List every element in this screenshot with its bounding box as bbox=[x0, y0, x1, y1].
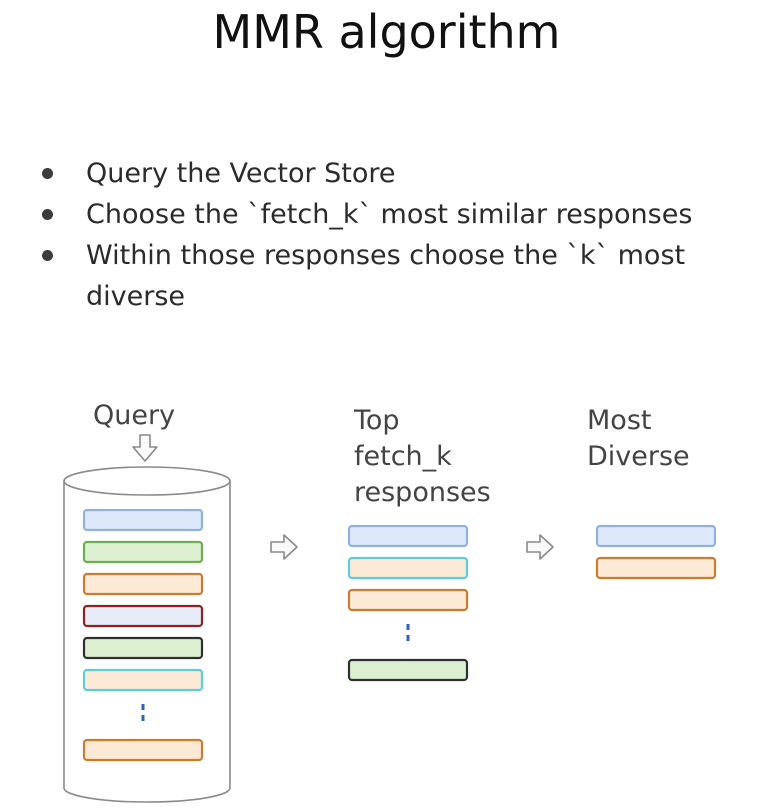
bullet-dot bbox=[42, 209, 53, 220]
bullet-item: Choose the `fetch_k` most similar respon… bbox=[38, 194, 758, 235]
response-box bbox=[595, 524, 717, 548]
response-box bbox=[82, 604, 204, 628]
response-box bbox=[82, 738, 204, 762]
response-box bbox=[347, 588, 469, 612]
response-box bbox=[82, 668, 204, 692]
response-box bbox=[595, 556, 717, 580]
vector-store-items bbox=[82, 508, 204, 762]
response-box bbox=[82, 540, 204, 564]
response-box bbox=[347, 658, 469, 682]
response-box bbox=[347, 556, 469, 580]
query-down-arrow-icon bbox=[132, 434, 158, 462]
response-box bbox=[82, 508, 204, 532]
query-label: Query bbox=[93, 400, 176, 431]
response-box bbox=[82, 636, 204, 660]
top-label-line: responses bbox=[354, 477, 491, 508]
top-label-line: Top bbox=[354, 405, 400, 436]
bullet-text: Choose the `fetch_k` most similar respon… bbox=[86, 199, 693, 230]
diverse-label-line: Most bbox=[587, 405, 652, 436]
most-diverse-items bbox=[595, 524, 717, 580]
page-title: MMR algorithm bbox=[212, 5, 561, 59]
bullet-text: Query the Vector Store bbox=[86, 158, 396, 189]
bullet-item: Within those responses choose the `k` mo… bbox=[38, 235, 758, 317]
top-fetch-k-items bbox=[347, 524, 469, 682]
bullet-item: Query the Vector Store bbox=[38, 153, 758, 194]
bullet-text: Within those responses choose the `k` mo… bbox=[86, 240, 686, 312]
bullet-dot bbox=[42, 168, 53, 179]
top-fetch-k-label: Top fetch_k responses bbox=[354, 403, 491, 511]
response-box bbox=[82, 572, 204, 596]
bullet-dot bbox=[42, 250, 53, 261]
bullet-list: Query the Vector Store Choose the `fetch… bbox=[38, 153, 758, 317]
right-arrow-icon bbox=[270, 534, 298, 560]
response-box bbox=[347, 524, 469, 548]
top-label-line: fetch_k bbox=[354, 441, 452, 472]
right-arrow-icon bbox=[526, 534, 554, 560]
diverse-label-line: Diverse bbox=[587, 441, 690, 472]
most-diverse-label: Most Diverse bbox=[587, 403, 690, 475]
